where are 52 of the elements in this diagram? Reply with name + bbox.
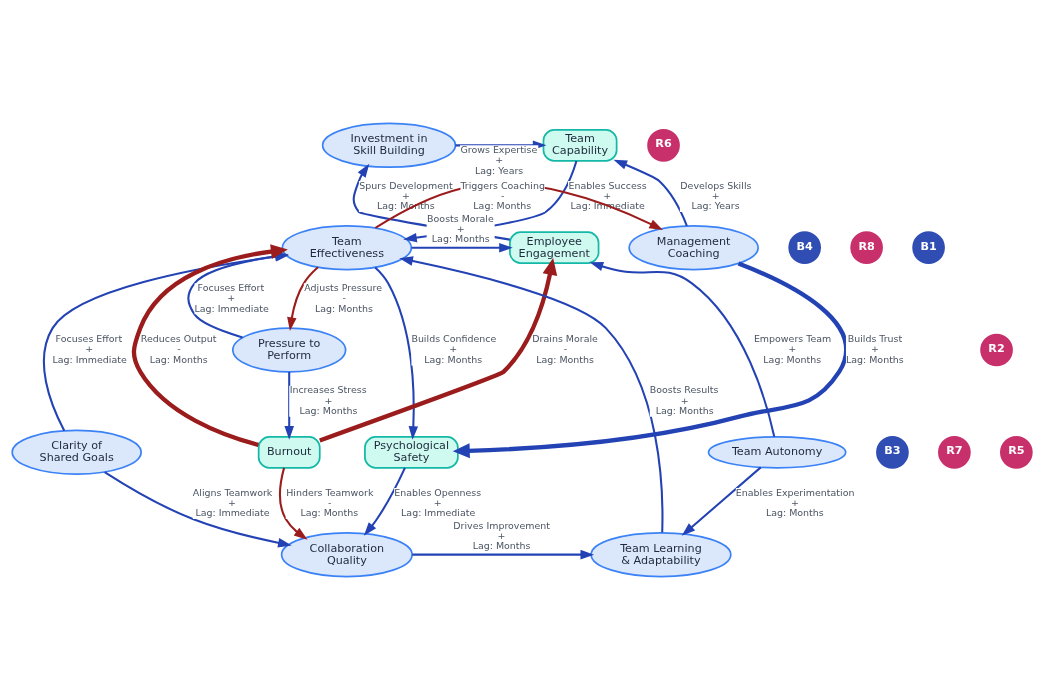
arrow bbox=[681, 466, 762, 536]
arrow bbox=[279, 467, 308, 540]
edge-label: Adjusts Pressure - Lag: Months bbox=[304, 281, 383, 314]
node-circle: R2 bbox=[980, 333, 1013, 367]
node-ellipse: Management Coaching bbox=[628, 224, 759, 271]
arrow bbox=[589, 261, 776, 437]
node-ellipse: Pressure to Perform bbox=[231, 327, 347, 373]
node-circle: B4 bbox=[788, 231, 821, 265]
node-circle: B3 bbox=[876, 435, 909, 469]
arrow bbox=[104, 471, 292, 548]
arrow bbox=[319, 257, 558, 443]
arrow bbox=[613, 159, 688, 227]
node-circle: R7 bbox=[938, 435, 971, 469]
node-circle: R6 bbox=[647, 129, 680, 162]
node-circle: R5 bbox=[1000, 435, 1033, 469]
arrow bbox=[452, 261, 848, 459]
edge-label: Boosts Morale + Lag: Months bbox=[427, 212, 494, 245]
edge-label: Aligns Teamwork + Lag: Immediate bbox=[192, 486, 273, 519]
edge-label: Focuses Effort + Lag: Immediate bbox=[194, 281, 269, 314]
node-box: Burnout bbox=[257, 435, 321, 469]
node-ellipse: Investment in Skill Building bbox=[321, 122, 457, 169]
edge-label: Triggers Coaching - Lag: Months bbox=[460, 179, 545, 212]
node-ellipse: Team Autonomy bbox=[707, 435, 847, 469]
edge-label: Builds Confidence + Lag: Months bbox=[411, 333, 497, 365]
edge-label: Focuses Effort + Lag: Immediate bbox=[52, 333, 127, 365]
arrow bbox=[412, 549, 595, 560]
edge-label: Grows Expertise + Lag: Years bbox=[460, 143, 538, 176]
edge-label: Develops Skills + Lag: Years bbox=[680, 179, 752, 212]
node-box: Psychological Safety bbox=[364, 435, 459, 469]
node-box: Employee Engagement bbox=[509, 231, 600, 265]
arrow bbox=[287, 266, 319, 332]
edge-label: Builds Trust + Lag: Months bbox=[845, 333, 904, 365]
edge-label: Drains Morale - Lag: Months bbox=[532, 333, 598, 365]
edge-label: Enables Openness + Lag: Immediate bbox=[394, 486, 482, 519]
arrow bbox=[411, 242, 513, 253]
node-circle: R8 bbox=[850, 231, 883, 265]
edge-label: Drives Improvement + Lag: Months bbox=[453, 519, 551, 552]
edge-label: Enables Experimentation + Lag: Months bbox=[735, 486, 855, 519]
edge-label: Reduces Output - Lag: Months bbox=[140, 333, 217, 365]
arrow bbox=[284, 371, 294, 440]
node-circle: B1 bbox=[912, 231, 945, 265]
node-box: Team Capability bbox=[542, 129, 618, 162]
arrow bbox=[399, 256, 664, 533]
edge-label: Hinders Teamwork - Lag: Months bbox=[286, 486, 374, 519]
node-ellipse: Team Learning & Adaptability bbox=[590, 531, 732, 578]
edge-label: Increases Stress + Lag: Months bbox=[289, 384, 367, 416]
arrow bbox=[374, 266, 419, 440]
node-ellipse: Collaboration Quality bbox=[280, 531, 413, 578]
edge-label: Empowers Team + Lag: Months bbox=[753, 333, 832, 365]
node-ellipse: Clarity of Shared Goals bbox=[11, 429, 142, 476]
arrow bbox=[363, 467, 406, 536]
edge-label: Boosts Results + Lag: Months bbox=[649, 384, 719, 416]
